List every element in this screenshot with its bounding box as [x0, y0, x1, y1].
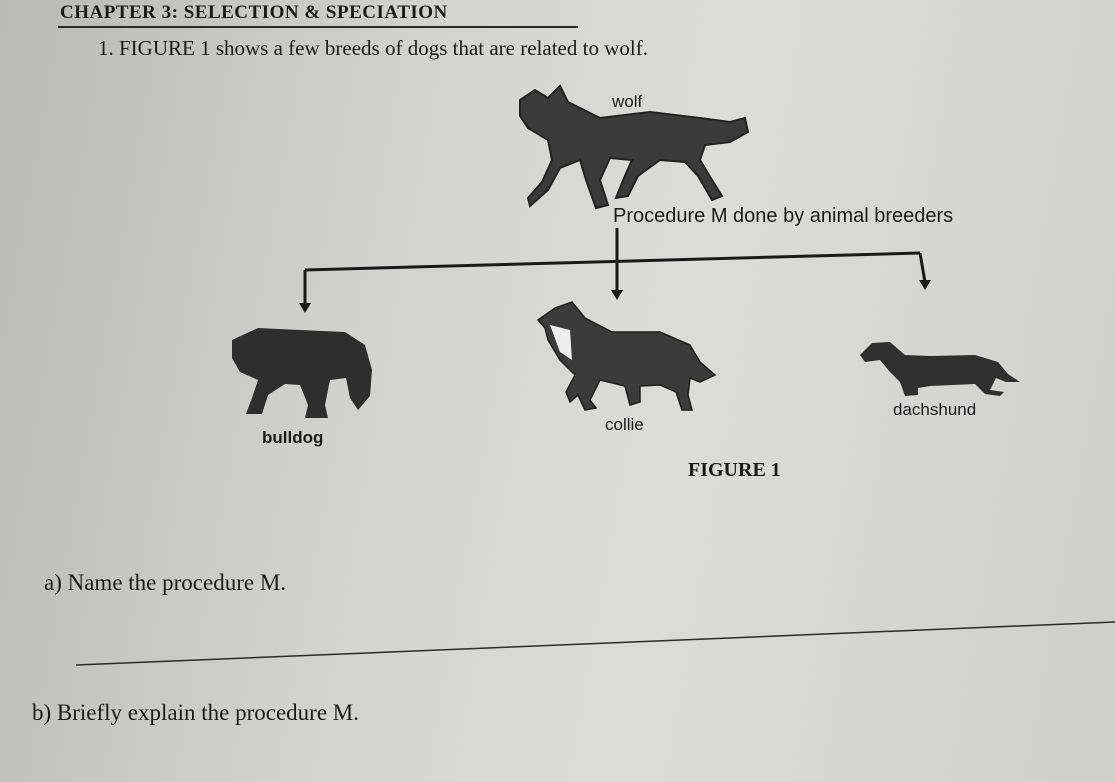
chapter-underline [58, 26, 578, 28]
label-procedure-m: Procedure M done by animal breeders [613, 205, 954, 227]
label-wolf: wolf [612, 92, 643, 111]
label-bulldog: bulldog [262, 428, 324, 447]
collie-illustration [536, 301, 717, 411]
question-1-stem: 1. FIGURE 1 shows a few breeds of dogs t… [98, 36, 648, 60]
bulldog-illustration [232, 328, 372, 418]
question-b: b) Briefly explain the procedure M. [32, 700, 359, 725]
chapter-title: CHAPTER 3: SELECTION & SPECIATION [60, 2, 448, 23]
dachshund-illustration [860, 342, 1020, 396]
label-dachshund: dachshund [893, 400, 977, 419]
question-a: a) Name the procedure M. [44, 570, 287, 595]
figure-caption: FIGURE 1 [688, 459, 781, 481]
wolf-illustration [519, 84, 750, 210]
label-collie: collie [605, 415, 644, 434]
tree-connector [299, 228, 931, 313]
